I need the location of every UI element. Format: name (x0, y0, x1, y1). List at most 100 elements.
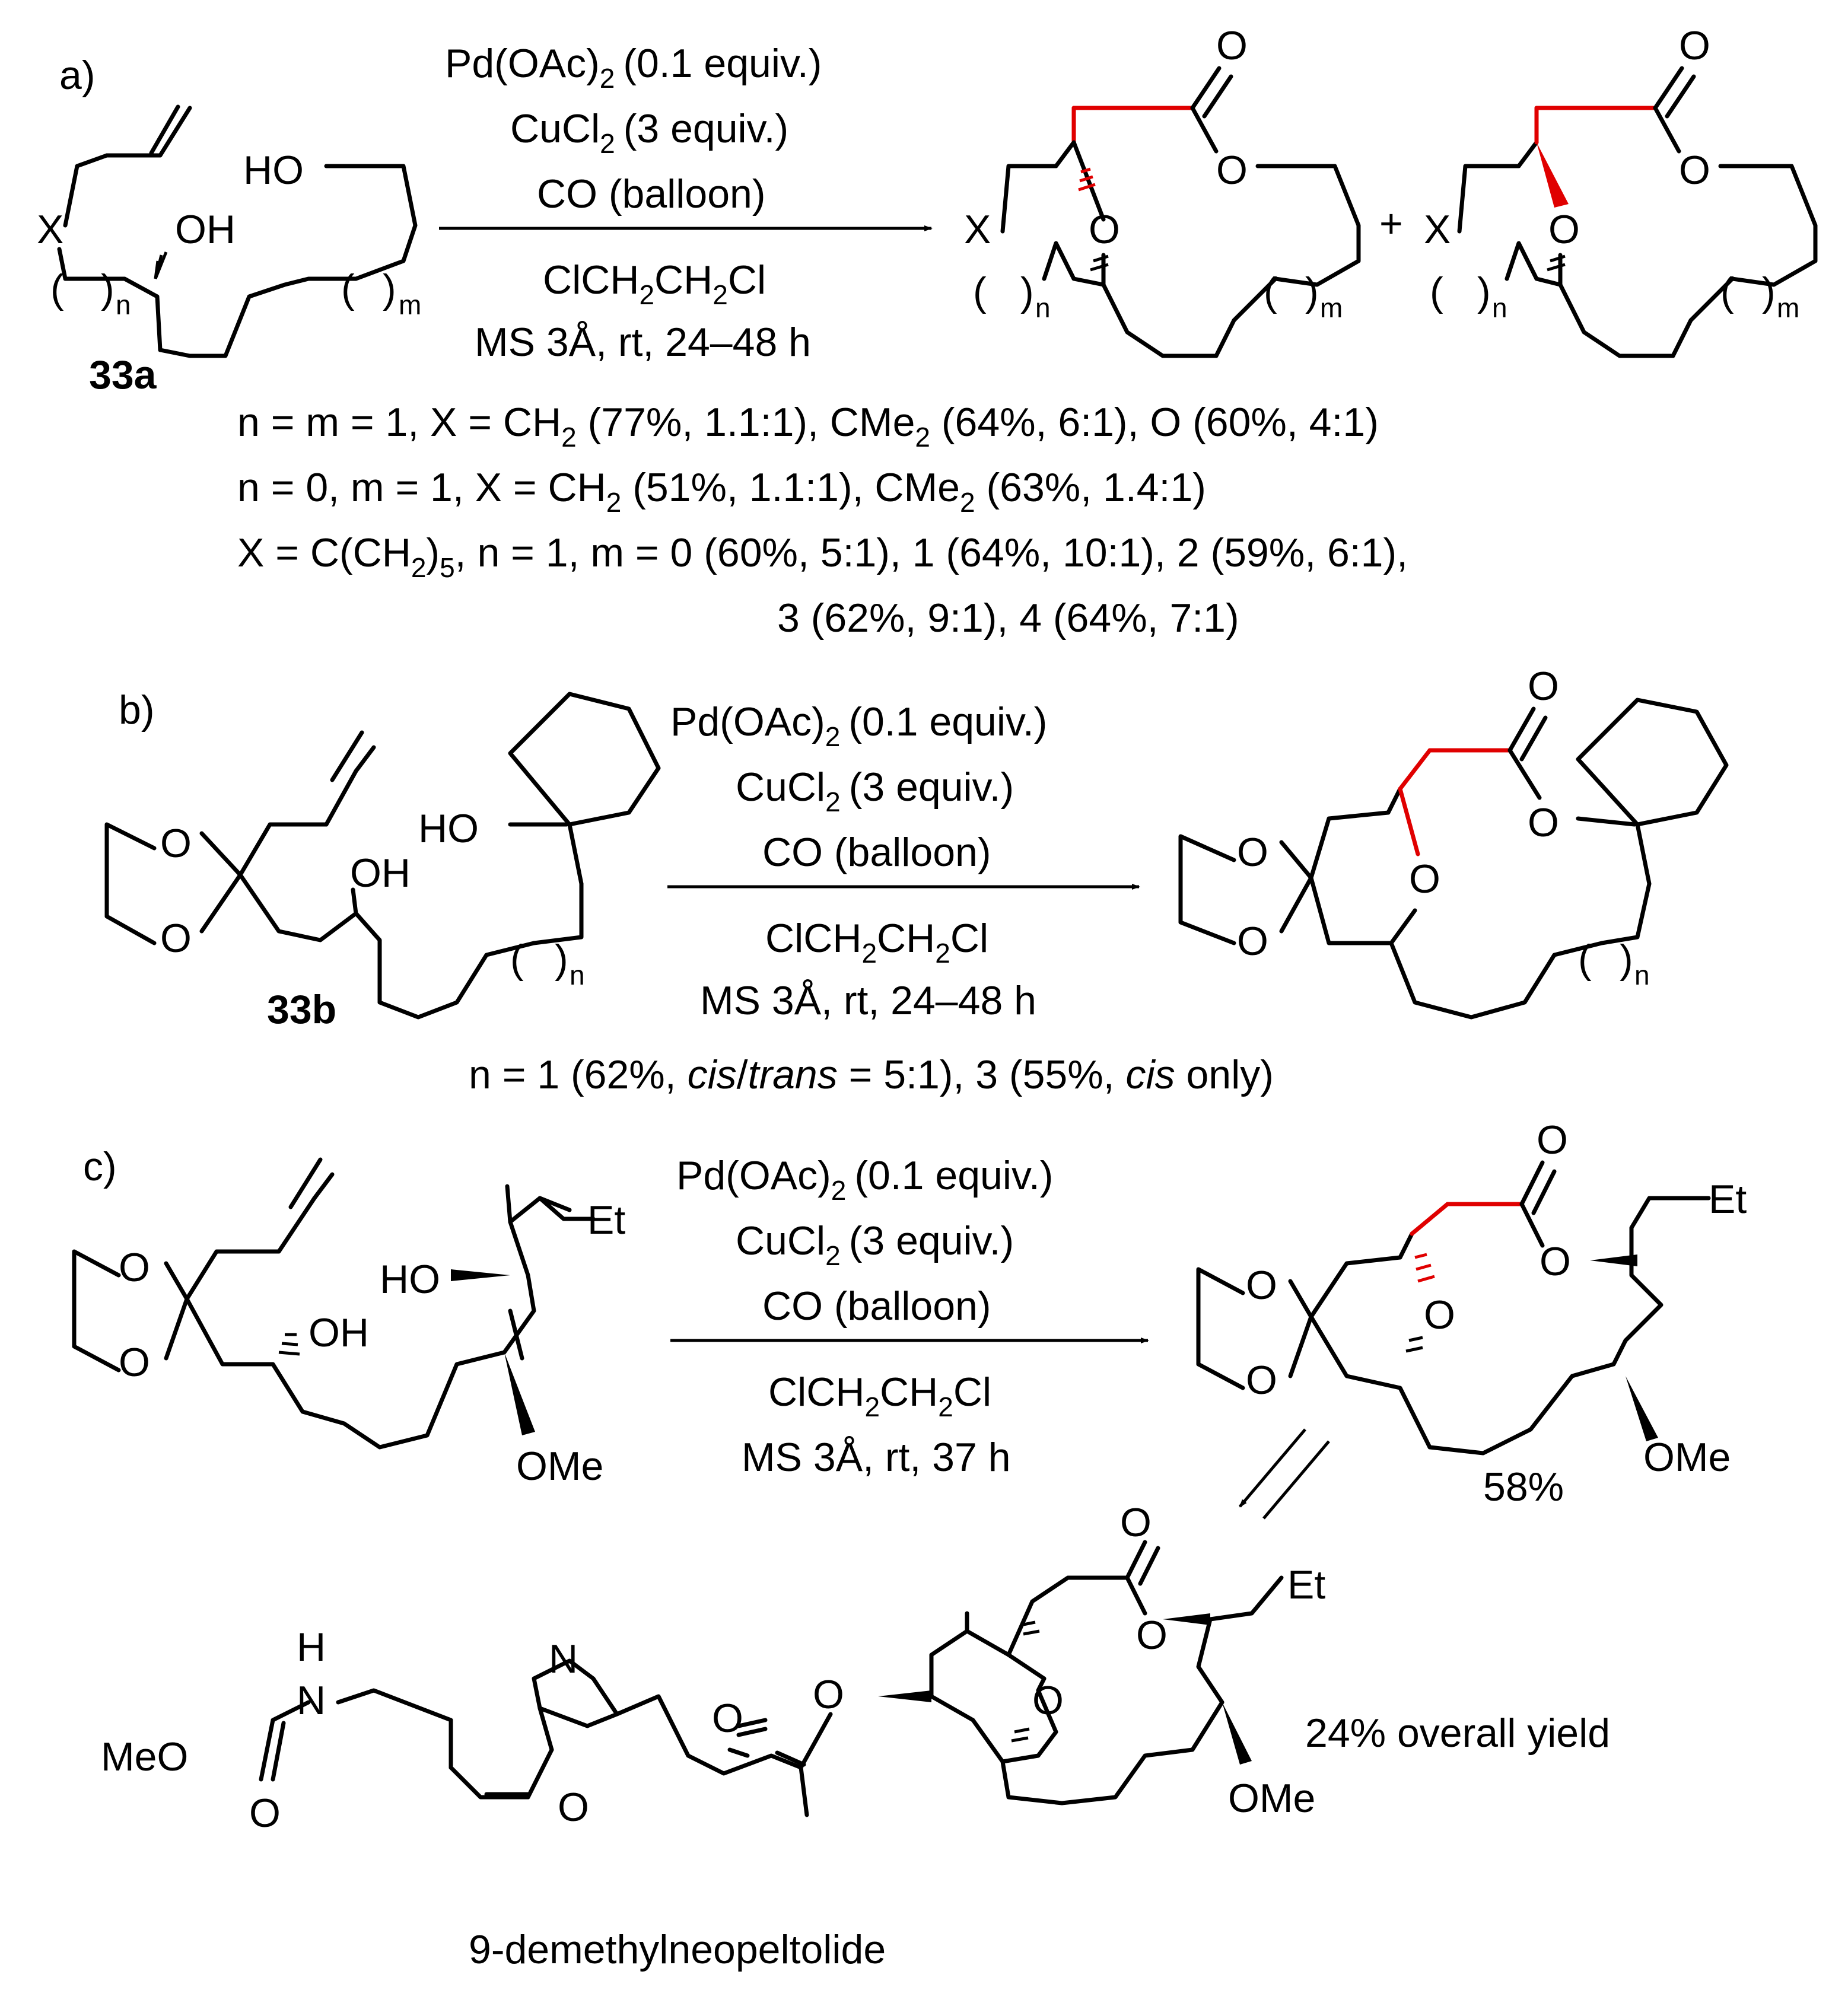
atom-O: O (1246, 1263, 1277, 1308)
panel-b-label: b) (119, 687, 154, 733)
atom-O-ring: O (1548, 207, 1580, 252)
panel-a-label: a) (59, 53, 95, 98)
atom-Et: Et (1709, 1177, 1747, 1222)
atom-Et: Et (1287, 1562, 1325, 1607)
final-product-name: 9-demethylneopeltolide (469, 1927, 886, 1972)
paren-close-n: ) (1477, 269, 1491, 314)
paren-close-m: ) (1762, 269, 1776, 314)
multi-step-arrow (1239, 1428, 1330, 1520)
atom-O: O (1237, 919, 1268, 964)
atom-O-carbonyl: O (1216, 23, 1248, 68)
paren-open-m: ( (1264, 269, 1277, 314)
subscript-n: n (116, 289, 131, 320)
atom-HO: HO (243, 148, 304, 193)
subscript-n: n (1035, 292, 1051, 323)
atom-OH: OH (350, 851, 411, 896)
paren-open-m: ( (1720, 269, 1734, 314)
atom-OH: OH (308, 1310, 369, 1355)
paren-open-m: ( (341, 266, 355, 311)
cond-pd-main: Pd(OAc)2(0.1 equiv.) (676, 1153, 1053, 1206)
cond-co: CO (balloon) (762, 1284, 991, 1329)
product-a-cis: O O O X ( ) n ( ) m (1424, 23, 1818, 358)
reactant-33b: O O OH HO ( ) n 33b (104, 692, 661, 1032)
atom-O-ring: O (1424, 1292, 1455, 1338)
atom-O: O (1246, 1358, 1277, 1403)
panel-b: b) O O OH HO ( ) n 33b Pd(OAc)2 (104, 664, 1729, 1097)
result-line-3: X = C(CH2)5, n = 1, m = 0 (60%, 5:1), 1 … (237, 530, 1408, 583)
results-a: n = m = 1, X = CH2 (77%, 1.1:1), CMe2 (6… (237, 400, 1408, 641)
result-line-4: 3 (62%, 9:1), 4 (64%, 7:1) (777, 596, 1239, 641)
panel-c: c) O O OH HO Et OMe (72, 1117, 1747, 1972)
paren-close-n: ) (555, 937, 568, 982)
conditions-a: Pd(OAc)2(0.1 equiv.) CuCl2(3 equiv.) CO … (439, 41, 933, 365)
atom-O-ester: O (1679, 148, 1710, 193)
product-b: O O O O O ( ) n (1178, 664, 1729, 1020)
reactant-33a: X OH HO ( ) n ( ) m 33a (37, 104, 421, 397)
reactant-c: O O OH HO Et OMe (72, 1157, 625, 1489)
atom-O: O (119, 1245, 150, 1290)
subscript-n: n (1492, 292, 1507, 323)
paren-open-n: ( (973, 269, 987, 314)
atom-O-carbonyl: O (1537, 1117, 1568, 1163)
atom-OMe: OMe (516, 1444, 603, 1489)
cond-solvent: ClCH2CH2Cl (768, 1370, 991, 1422)
result-line-2: n = 0, m = 1, X = CH2 (51%, 1.1:1), CMe2… (237, 465, 1206, 518)
plus-sign: + (1379, 201, 1403, 246)
panel-a: a) X OH HO ( ) n ( ) m 33a Pd(OAc)2(0. (37, 23, 1818, 641)
atom-O: O (119, 1340, 150, 1385)
paren-close-n: ) (101, 266, 114, 311)
cond-ms: MS 3Å, rt, 24–48 h (475, 320, 811, 365)
label-33a: 33a (89, 352, 157, 397)
atom-OH: OH (175, 207, 236, 252)
paren-open-n: ( (50, 266, 64, 311)
cond-co: CO (balloon) (762, 830, 991, 875)
atom-O-ring: O (1032, 1678, 1064, 1723)
paren-open-n: ( (1430, 269, 1443, 314)
atom-O-ring: O (1409, 856, 1440, 902)
atom-O-carbonyl: O (1679, 23, 1710, 68)
paren-close-m: ) (1305, 269, 1319, 314)
atom-O-carbonyl: O (1528, 664, 1559, 709)
atom-O-ester: O (1216, 148, 1248, 193)
cond-solvent: ClCH2CH2Cl (543, 257, 766, 310)
atom-X: X (37, 207, 63, 252)
atom-O-carbonyl: O (1120, 1500, 1152, 1545)
product-a-trans: O O O X ( ) n ( ) m (964, 23, 1361, 358)
paren-close-m: ) (383, 266, 396, 311)
atom-O-ester: O (1540, 1239, 1571, 1284)
cond-pd-main: Pd(OAc)2(0.1 equiv.) (445, 41, 822, 94)
paren-close-n: ) (1620, 937, 1633, 982)
subscript-m: m (1777, 292, 1799, 323)
atom-N-carbamate: N (297, 1678, 326, 1723)
atom-OMe: OMe (1643, 1435, 1731, 1480)
product-c: O O O O O Et OMe 58% (1196, 1117, 1747, 1510)
cond-solvent: ClCH2CH2Cl (765, 916, 988, 969)
atom-O-ester2: O (1136, 1613, 1168, 1658)
cond-pd-main: Pd(OAc)2(0.1 equiv.) (670, 699, 1047, 752)
atom-N-oxazole: N (549, 1636, 578, 1682)
panel-c-label: c) (83, 1144, 117, 1189)
atom-O: O (712, 1696, 743, 1741)
atom-O-oxazole: O (558, 1785, 589, 1830)
atom-O: O (160, 821, 192, 866)
atom-OMe: OMe (1228, 1776, 1315, 1821)
final-product-9-demethylneopeltolide: O O O O O Et OMe N O N H MeO O 24% overa… (101, 1500, 1610, 1972)
cond-cucl2: CuCl2(3 equiv.) (736, 765, 1014, 817)
label-33b: 33b (267, 987, 336, 1032)
subscript-n: n (570, 960, 585, 991)
atom-MeO: MeO (101, 1734, 188, 1779)
cond-ms: MS 3Å, rt, 37 h (742, 1435, 1011, 1480)
yield-58: 58% (1483, 1464, 1564, 1510)
subscript-m: m (1320, 292, 1343, 323)
results-b: n = 1 (62%, cis/trans = 5:1), 3 (55%, ci… (469, 1052, 1274, 1097)
atom-O-ring: O (1089, 207, 1120, 252)
result-line-1: n = m = 1, X = CH2 (77%, 1.1:1), CMe2 (6… (237, 400, 1379, 453)
atom-HO: HO (418, 806, 479, 851)
atom-Et: Et (587, 1198, 625, 1243)
paren-open-n: ( (1578, 937, 1592, 982)
cond-cucl2: CuCl2(3 equiv.) (510, 106, 788, 159)
cond-co: CO (balloon) (537, 171, 766, 216)
paren-open-n: ( (510, 937, 524, 982)
atom-HO: HO (380, 1257, 440, 1302)
